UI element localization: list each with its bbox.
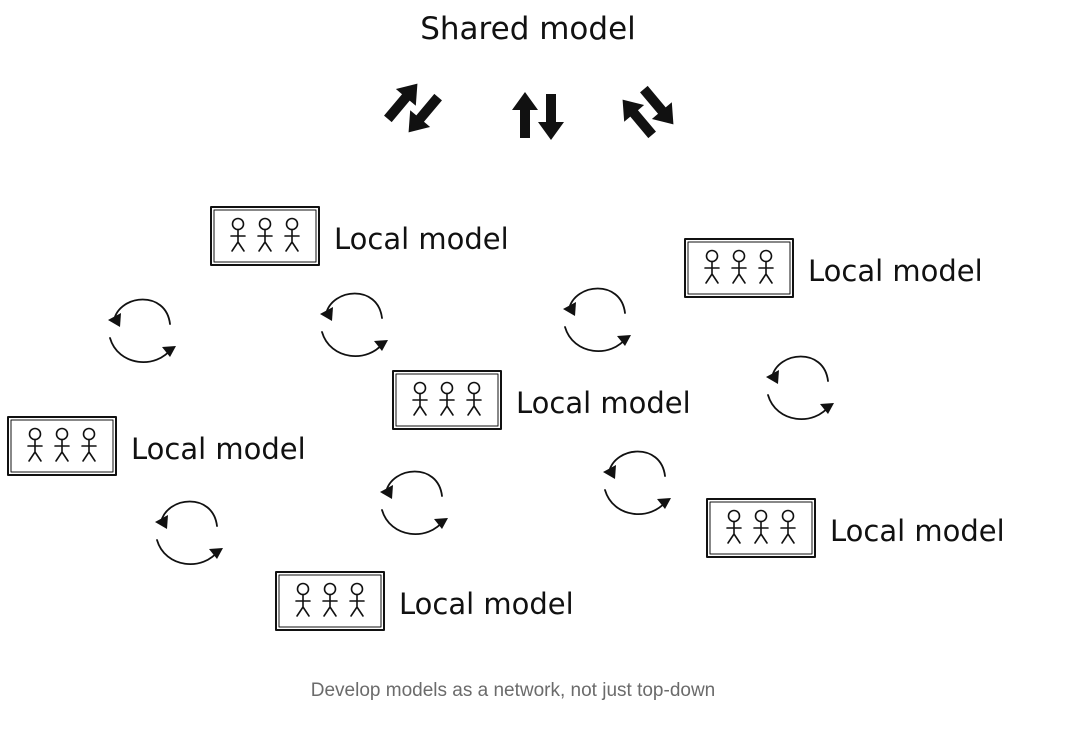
local-model-label: Local model [830,514,1005,548]
local-model-label: Local model [334,222,509,256]
cycle-arrows-icon [602,450,672,516]
team-icon [8,417,116,475]
cycle-arrows-icon [154,500,224,566]
team-icon [211,207,319,265]
team-icon [276,572,384,630]
cycle-arrows-icon [379,470,449,536]
shared-model-title: Shared model [420,11,636,47]
double-arrow-icon [512,92,564,140]
local-model-label: Local model [808,254,983,288]
local-model-label: Local model [516,386,691,420]
double-arrow-icon [612,80,684,144]
local-model-label: Local model [399,587,574,621]
figure-caption: Develop models as a network, not just to… [310,680,716,701]
local-model-node: Local model [393,371,691,429]
team-icon [685,239,793,297]
team-icon [707,499,815,557]
local-model-node: Local model [8,417,306,475]
team-icon [393,371,501,429]
cycle-arrows-icon [319,292,389,358]
local-model-node: Local model [211,207,509,265]
local-model-label: Local model [131,432,306,466]
local-model-node: Local model [707,499,1005,557]
cycle-arrows-icon [765,355,835,421]
cycle-arrows-icon [562,287,632,353]
double-arrow-icon [377,75,449,141]
cycle-arrows-icon [107,298,177,364]
local-model-node: Local model [685,239,983,297]
local-model-node: Local model [276,572,574,630]
